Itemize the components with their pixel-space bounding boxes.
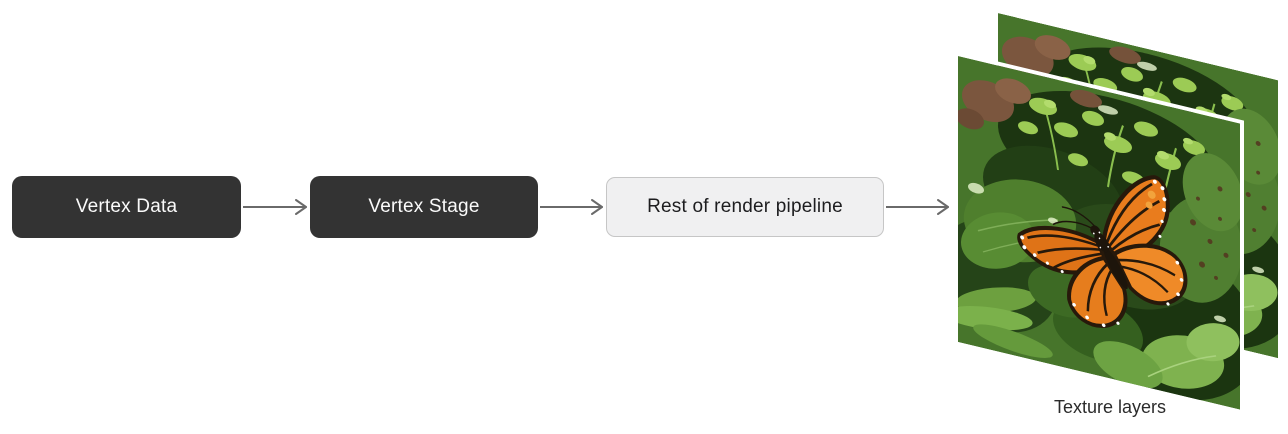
node-vertex-stage: Vertex Stage (310, 176, 538, 238)
node-vertex-data: Vertex Data (12, 176, 241, 238)
node-vertex-stage-label: Vertex Stage (368, 196, 480, 217)
flow-arrow-pipeline-to-texture-layers (886, 199, 949, 215)
texture-layers-caption: Texture layers (1053, 397, 1167, 417)
butterfly-texture-image-front (958, 56, 1240, 410)
node-rest-of-render-pipeline: Rest of render pipeline (606, 177, 884, 237)
flow-arrow-vertex-data-to-vertex-stage (243, 199, 307, 215)
node-rest-of-render-pipeline-label: Rest of render pipeline (647, 196, 843, 217)
node-vertex-data-label: Vertex Data (75, 196, 178, 217)
flow-arrow-vertex-stage-to-rest-of-pipeline (540, 199, 603, 215)
